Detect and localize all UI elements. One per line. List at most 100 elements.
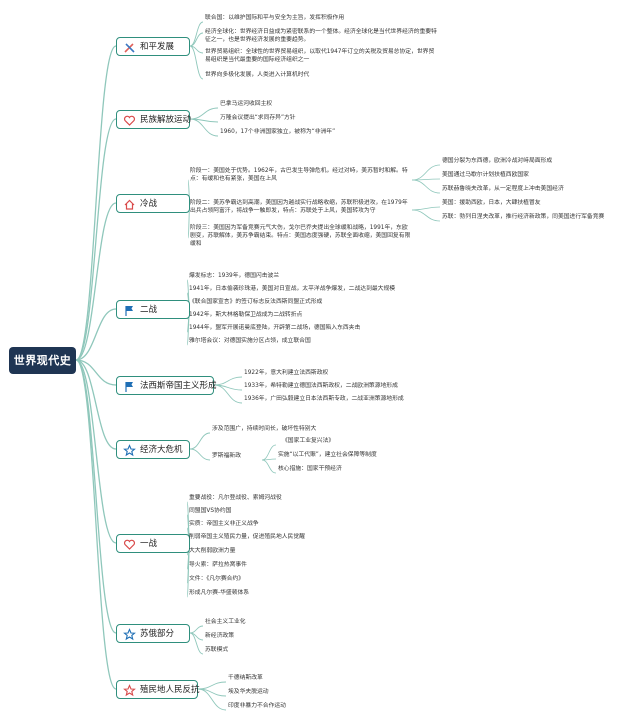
branch-label: 苏俄部分 <box>140 629 175 639</box>
connector-line <box>411 209 441 222</box>
leaf-item: 新经济政策 <box>205 633 234 639</box>
leaf-item: 阶段三：美国因为军备竞赛元气大伤，戈尔巴乔夫提出全球缓和战略，1991年，东欧剧… <box>190 225 411 247</box>
connector-line <box>189 32 204 47</box>
leaf-item: 1922年，意大利建立法西斯政权 <box>244 370 329 376</box>
leaf-item: 巴拿马运河收回主权 <box>220 101 273 107</box>
sub-leaf-item: 实施“以工代赈”，建立社会保障等制度 <box>278 452 377 458</box>
branch-cold-war[interactable]: 冷战 <box>116 194 190 213</box>
leaf-item: 1933年，希特勒建立德国法西斯政权，二战欧洲策源地形成 <box>244 383 398 389</box>
branch-label: 冷战 <box>140 199 158 209</box>
sub-leaf-item: 核心措施：国家干预经济 <box>278 466 342 472</box>
leaf-item: 千德纳斯改革 <box>228 675 263 681</box>
branch-national-liberation[interactable]: 民族解放运动 <box>116 110 192 129</box>
branch-colonial-resistance[interactable]: 殖民地人民反抗 <box>116 680 200 699</box>
branch-label: 一战 <box>140 539 158 549</box>
leaf-item: 大大削弱欧洲力量 <box>189 548 236 554</box>
branch-ww2[interactable]: 二战 <box>116 300 190 319</box>
branch-label: 二战 <box>140 305 158 315</box>
leaf-item: 联合国：以维护国际和平与安全为主旨，发挥积极作用 <box>205 15 345 21</box>
branch-ww1[interactable]: 一战 <box>116 534 190 553</box>
connector-line <box>411 206 441 211</box>
sub-leaf-item: 美国：援助西欧，日本，大肆扶植冒友 <box>442 200 541 206</box>
leaf-item: 雅尔塔会议：对德国实施分区占领，成立联合国 <box>189 338 311 344</box>
connector-line <box>213 376 243 386</box>
sub-leaf-item: 美国通过马歇尔计划扶植西欧国家 <box>442 172 529 178</box>
flag-icon <box>125 382 133 392</box>
star-outline-icon <box>123 684 136 697</box>
connector-line <box>75 308 117 361</box>
leaf-item: 《联合国家宣言》的签订标志反法西斯同盟正式形成 <box>189 299 323 305</box>
crossed-tools-icon <box>124 43 135 53</box>
leaf-item: 削弱帝国主义殖民力量，促进殖民地人民觉醒 <box>189 534 305 540</box>
connector-line <box>75 359 117 634</box>
leaf-item: 涉及范围广，持续时间长，破坏性特别大 <box>212 426 317 432</box>
leaf-item: 阶段一：美国处于优势。1962年，古巴发生导弹危机，经过对峙，美苏暂时和解。特点… <box>190 168 408 182</box>
branch-label: 经济大危机 <box>140 445 183 455</box>
connector-line <box>75 118 117 361</box>
star-icon <box>123 444 136 457</box>
leaf-item: 印度非暴力不合作运动 <box>228 703 286 709</box>
branch-fascism-formation[interactable]: 法西斯帝国主义形成 <box>116 376 217 395</box>
leaf-item: 罗斯福新政 <box>212 453 241 459</box>
leaf-item: 1944年，盟军开展诺曼底登陆，开辟第二战场，德国陷入东西夹击 <box>189 325 361 331</box>
connector-line <box>189 107 219 120</box>
leaf-item: 世界贸易组织：全球性的世界贸易组织，以取代1947年订立的关税及贸易总协定，世界… <box>205 49 435 63</box>
connector-line <box>213 384 243 404</box>
leaf-item: 1941年，日本偷袭珍珠港，美国对日宣战，太平洋战争爆发，二战达到最大规模 <box>189 286 396 292</box>
connector-line <box>189 448 211 461</box>
leaf-item: 实质：帝国主义非正义战争 <box>189 521 259 527</box>
connector-line <box>189 45 204 80</box>
connector-line <box>197 681 227 690</box>
branch-label: 殖民地人民反抗 <box>140 685 200 695</box>
connector-line <box>261 459 277 474</box>
branch-soviet-russia[interactable]: 苏俄部分 <box>116 624 190 643</box>
connector-line <box>75 202 117 361</box>
leaf-item: 世界向多极化发展，人类进入计算机时代 <box>205 72 310 78</box>
connector-line <box>189 118 219 137</box>
branch-peace-development[interactable]: 和平发展 <box>116 37 190 56</box>
connector-line <box>189 432 211 450</box>
leaf-item: 1960，17个非洲国家独立，被称为“非洲年” <box>220 129 336 135</box>
leaf-item: 阶段二：美苏争霸达到高潮，美国因为越战实行战略收缩，苏联积极进攻，在1979年出… <box>190 200 408 214</box>
leaf-item: 1942年，斯大林格勒保卫战成为二战转折点 <box>189 312 303 318</box>
connector-line <box>75 359 117 450</box>
leaf-item: 导火索：萨拉热窝事件 <box>189 562 247 568</box>
leaf-item: 苏联模式 <box>205 647 229 653</box>
sub-leaf-item: 苏联：勃列日涅夫改革，推行经济新政策，同美国进行军备竞赛 <box>442 214 605 220</box>
sub-leaf-item: 苏联赫鲁晓夫改革，从一定程度上冲击美国经济 <box>442 186 564 192</box>
connector-line <box>197 688 227 711</box>
connector-line <box>189 632 204 655</box>
connector-line <box>75 45 117 361</box>
leaf-item: 埃及华夫脱运动 <box>228 689 269 695</box>
connector-line <box>75 359 117 544</box>
leaf-item: 万隆会议提出“求同存异”方针 <box>220 115 296 121</box>
branch-label: 民族解放运动 <box>140 115 192 125</box>
branch-great-depression[interactable]: 经济大危机 <box>116 440 190 459</box>
leaf-item: 爆发标志：1939年，德国闪击波兰 <box>189 273 280 279</box>
leaf-item: 经济全球化：世界经济日益成为紧密联系的一个整体。经济全球化是当代世界经济的重要特… <box>205 29 437 43</box>
connector-line <box>75 359 117 690</box>
connector-line <box>189 625 204 634</box>
leaf-item: 1936年，广田弘毅建立日本法西斯专政，二战亚洲策源地形成 <box>244 396 404 402</box>
connector-line <box>261 444 277 461</box>
sub-leaf-item: 《国家工业复兴法》 <box>282 438 335 444</box>
leaf-item: 文件：《凡尔赛合约》 <box>189 576 245 582</box>
root-node[interactable]: 世界现代史 <box>9 347 76 374</box>
branch-label: 法西斯帝国主义形成 <box>140 381 217 391</box>
connector-line <box>411 179 441 194</box>
star-icon <box>123 628 136 641</box>
heart-icon <box>123 115 136 126</box>
leaf-item: 形成凡尔赛-华盛顿体系 <box>189 590 250 596</box>
heart-icon <box>123 539 136 550</box>
leaf-item: 同盟国VS协约国 <box>189 508 232 514</box>
leaf-item: 重要战役：凡尔登战役、索姆河战役 <box>189 495 282 501</box>
branch-label: 和平发展 <box>140 42 175 52</box>
connector-line <box>411 164 441 181</box>
leaf-item: 社会主义工业化 <box>205 619 246 625</box>
flag-icon <box>125 306 133 316</box>
connector-line <box>75 359 117 386</box>
sub-leaf-item: 德国分裂为东西德，欧洲冷战对峙局面形成 <box>442 158 553 164</box>
house-icon <box>124 199 135 210</box>
